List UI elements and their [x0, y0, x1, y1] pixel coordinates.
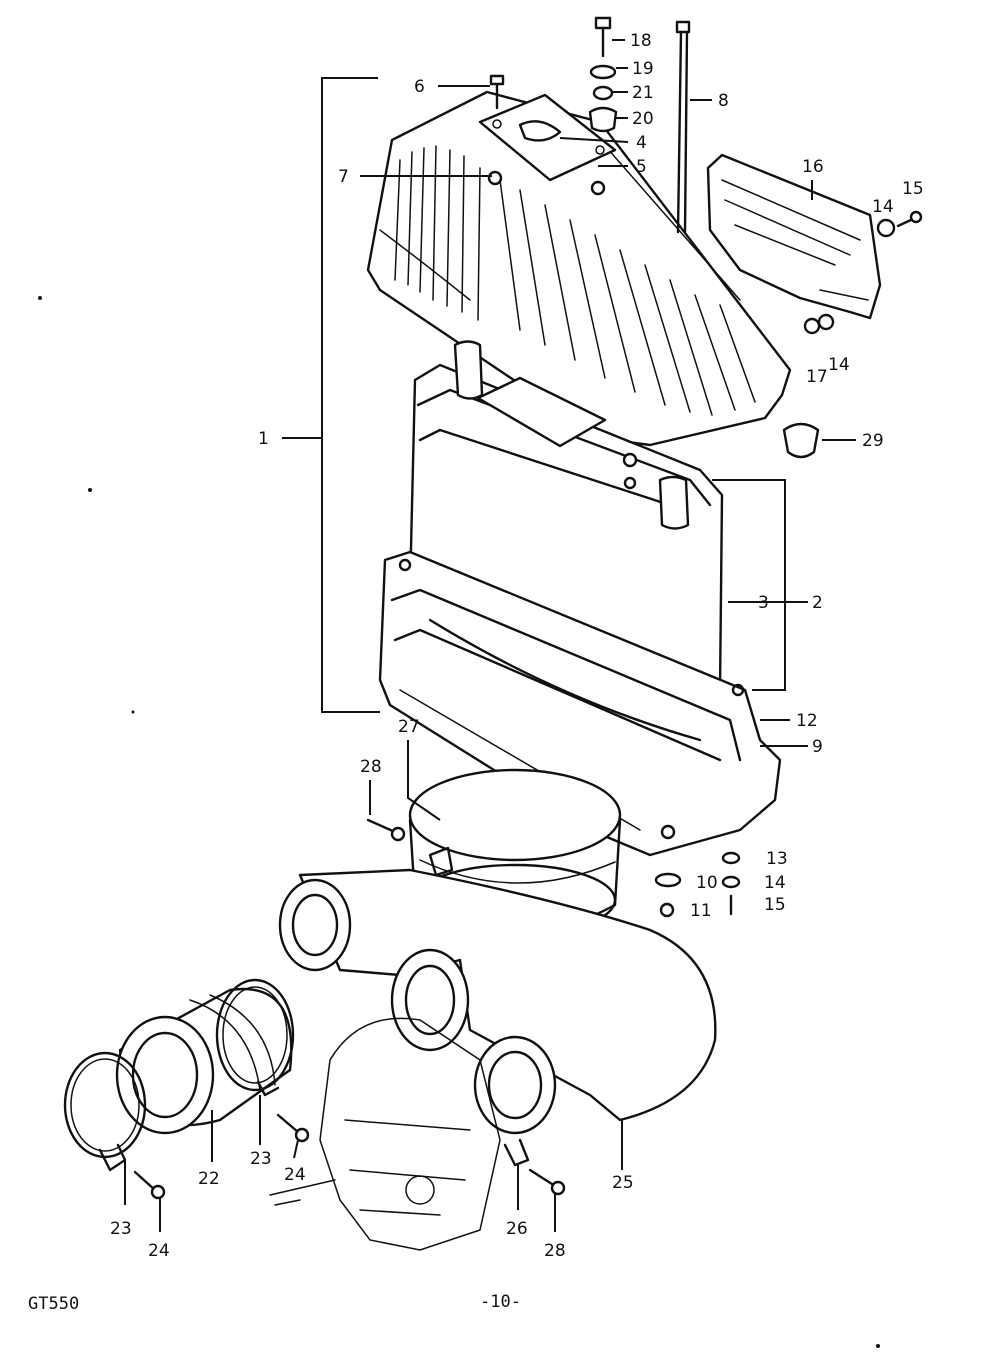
callout-14-low: 14 — [764, 873, 786, 893]
air-cleaner-case — [378, 550, 782, 857]
callout-6: 6 — [414, 77, 425, 97]
callout-24-right: 24 — [284, 1165, 306, 1185]
callout-15-top: 15 — [902, 179, 924, 199]
carburetor-outline — [269, 1017, 501, 1251]
callout-20: 20 — [632, 109, 654, 129]
callout-5: 5 — [636, 157, 647, 177]
callout-12: 12 — [796, 711, 818, 731]
washer-nut-set — [654, 851, 741, 918]
callout-2: 2 — [812, 593, 823, 613]
callout-24-left: 24 — [148, 1241, 170, 1261]
side-cover-16 — [706, 153, 882, 320]
callout-26: 26 — [506, 1219, 528, 1239]
screw-15-top-icon — [803, 210, 923, 335]
hose-clamp-23-right — [215, 978, 295, 1097]
callout-10: 10 — [696, 873, 718, 893]
screw-28-lower-icon — [528, 1168, 566, 1196]
callout-11: 11 — [690, 901, 712, 921]
screw-24-right-icon — [276, 1113, 310, 1143]
callout-29: 29 — [862, 431, 884, 451]
callout-labels: 18 19 21 20 4 5 6 7 8 16 14 15 17 14 29 … — [110, 31, 924, 1261]
callout-15-low: 15 — [764, 895, 786, 915]
callout-18: 18 — [630, 31, 652, 51]
hose-clamp-26 — [503, 1138, 530, 1167]
callout-16: 16 — [802, 157, 824, 177]
callout-9: 9 — [812, 737, 823, 757]
callout-13: 13 — [766, 849, 788, 869]
callout-27: 27 — [398, 717, 420, 737]
callout-8: 8 — [718, 91, 729, 111]
callout-4: 4 — [636, 133, 647, 153]
callout-22: 22 — [198, 1169, 220, 1189]
callout-23-right: 23 — [250, 1149, 272, 1169]
callout-14-mid: 14 — [828, 355, 850, 375]
callout-7: 7 — [338, 167, 349, 187]
callout-14-top: 14 — [872, 197, 894, 217]
callout-28-lower: 28 — [544, 1241, 566, 1261]
callout-19: 19 — [632, 59, 654, 79]
callout-28-upper: 28 — [360, 757, 382, 777]
callout-23-left: 23 — [110, 1219, 132, 1239]
bolt-6-icon — [489, 74, 505, 110]
screw-28-upper-icon — [366, 818, 406, 842]
rod-8-icon — [675, 20, 691, 234]
callout-21: 21 — [632, 83, 654, 103]
leader-lines — [124, 39, 856, 1232]
callout-1: 1 — [258, 429, 269, 449]
screw-24-left-icon — [133, 1170, 166, 1200]
scan-specks — [38, 296, 880, 1348]
callout-3: 3 — [758, 593, 769, 613]
callout-17: 17 — [806, 367, 828, 387]
page-number: -10- — [480, 1292, 521, 1312]
grommet-29-icon — [782, 422, 820, 459]
callout-25: 25 — [612, 1173, 634, 1193]
hose-clamp-23-left — [63, 1051, 147, 1172]
model-label: GT550 — [28, 1294, 80, 1314]
bolt-18-stack — [588, 16, 618, 133]
carb-boot-22 — [115, 987, 293, 1135]
intake-manifold-25 — [278, 868, 717, 1135]
cap-plate — [478, 93, 617, 196]
